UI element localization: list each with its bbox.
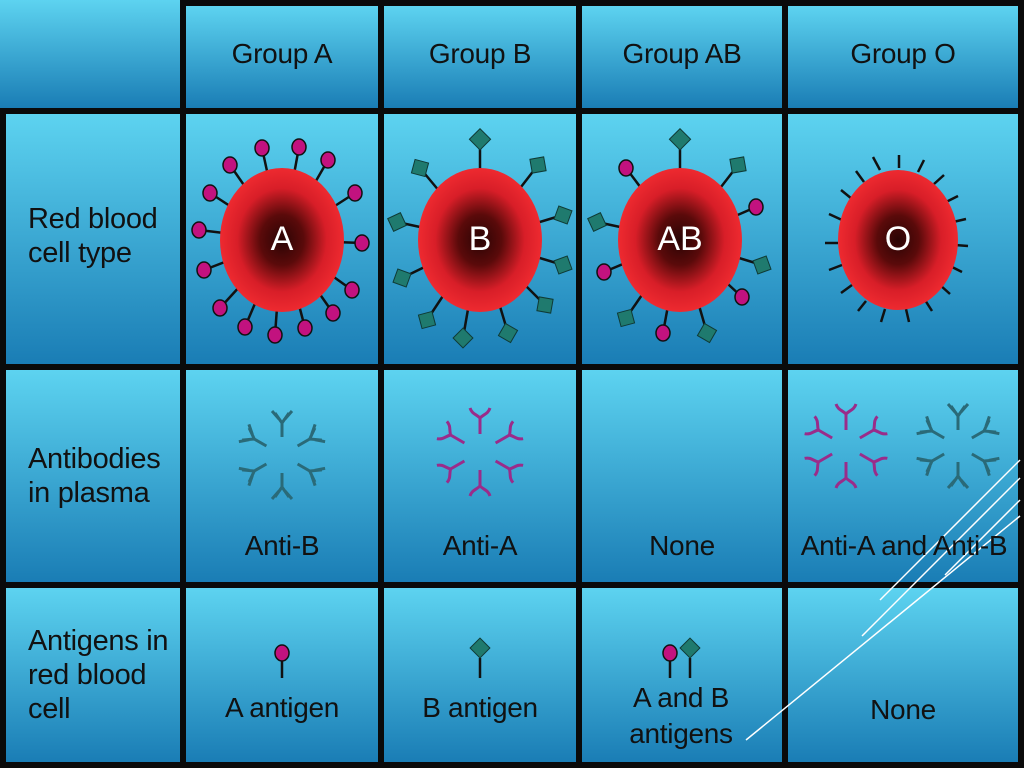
row-label-antibodies: Antibodies in plasma [28,443,161,509]
a-antigen-icon [274,644,290,678]
antibody-caption-a: Anti-B [244,530,320,561]
decorative-lines [745,459,1021,741]
header-group-b: Group B [428,38,532,69]
row-label-rbc: Red blood cell type [28,203,158,269]
rbc-group-a [191,138,370,344]
rbc-letter-b: B [468,220,492,258]
ab-antigen-icon [662,637,701,678]
antigen-caption-b: B antigen [422,692,538,723]
antigen-caption-o: None [870,694,936,725]
rbc-letter-o: O [884,220,912,258]
antigen-caption-ab: A and B antigens [629,682,733,749]
header-group-a: Group A [231,38,333,69]
rbc-group-ab [587,127,772,344]
header-group-ab: Group AB [622,38,742,69]
b-antigen-icon [469,637,491,678]
rbc-letter-ab: AB [657,220,703,258]
rbc-letter-a: A [270,220,294,258]
antigen-caption-a: A antigen [224,692,340,723]
antibody-caption-b: Anti-A [442,530,518,561]
rbc-group-o [825,155,969,323]
antibody-caption-o: Anti-A and Anti-B [800,530,1008,561]
header-group-o: Group O [850,38,956,69]
rbc-group-b [387,127,573,349]
row-label-antigens: Antigens in red blood cell [28,625,169,725]
antibody-caption-ab: None [649,530,715,561]
